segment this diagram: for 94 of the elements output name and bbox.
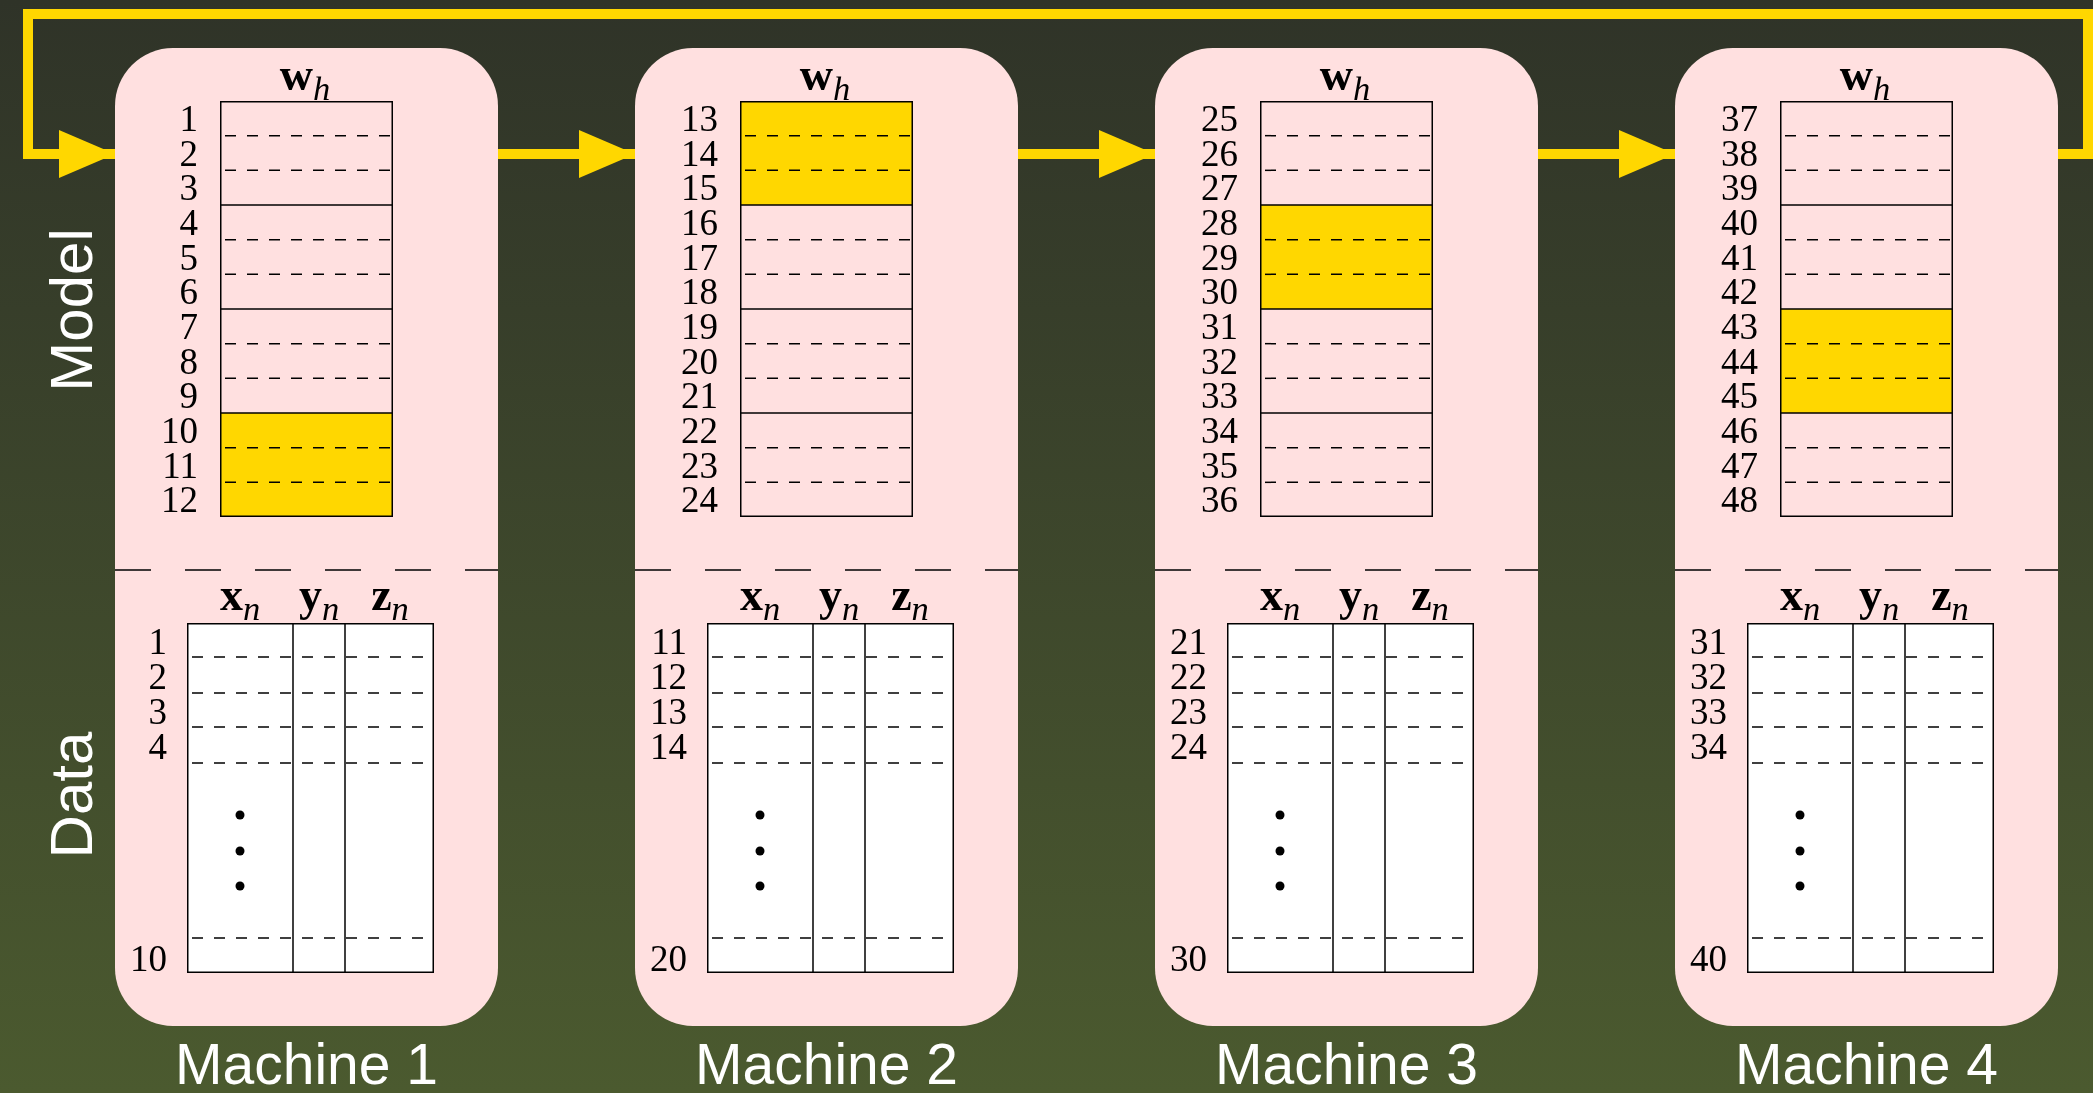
row-index: 17	[680, 240, 718, 276]
column-header: w$_{h}$	[799, 50, 851, 110]
column-header: y$_{n}$	[1338, 570, 1380, 630]
row-index: 24	[680, 483, 718, 519]
row-index: 4	[178, 206, 198, 241]
column-header: w$_{h}$	[1839, 50, 1891, 110]
arrow	[1018, 130, 1155, 178]
row-index: 44	[1720, 344, 1758, 380]
row-index: 1	[178, 102, 198, 137]
row-index: 32	[1689, 659, 1727, 694]
column-header: y$_{n}$	[818, 570, 860, 630]
row-index: 14	[680, 136, 718, 172]
row-index: 12	[160, 483, 198, 519]
row-index: 16	[680, 206, 718, 241]
column-header: x$_{n}$	[219, 570, 261, 630]
row-index: 38	[1720, 136, 1758, 172]
row-index: 46	[1720, 414, 1758, 449]
row-index: 37	[1720, 102, 1758, 137]
row-index: 20	[680, 344, 718, 380]
row-index: 34	[1689, 729, 1727, 764]
row-index: 13	[680, 102, 718, 137]
row-index: 24	[1169, 729, 1207, 764]
row-index: 30	[1169, 941, 1207, 976]
row-index: 3	[147, 694, 167, 729]
row-index: 27	[1200, 171, 1238, 207]
column-header: w$_{h}$	[1319, 50, 1371, 110]
row-index: 20	[649, 941, 687, 976]
row-index: 14	[649, 729, 687, 764]
row-index: 41	[1720, 240, 1758, 276]
row-index: 43	[1720, 310, 1758, 345]
row-index: 31	[1689, 624, 1727, 659]
column-header: z$_{n}$	[1931, 570, 1969, 630]
row-index: 40	[1689, 941, 1727, 976]
row-index: 12	[649, 659, 687, 694]
row-index: 31	[1200, 310, 1238, 345]
row-index: 34	[1200, 414, 1238, 449]
column-header: x$_{n}$	[739, 570, 781, 630]
row-index: 40	[1720, 206, 1758, 241]
row-index: 2	[178, 136, 198, 172]
machine-label: Machine 1	[174, 1032, 439, 1093]
row-index: 13	[649, 694, 687, 729]
row-index: 10	[129, 941, 167, 976]
section-label: Data	[40, 731, 104, 859]
arrow	[23, 9, 2093, 178]
row-index: 23	[680, 448, 718, 484]
machine-label: Machine 4	[1734, 1032, 1999, 1093]
column-header: x$_{n}$	[1259, 570, 1301, 630]
row-index: 22	[680, 414, 718, 449]
machine-label: Machine 2	[694, 1032, 959, 1093]
row-index: 7	[178, 310, 198, 345]
row-index: 6	[178, 275, 198, 311]
row-index: 35	[1200, 448, 1238, 484]
column-header: y$_{n}$	[298, 570, 340, 630]
row-index: 47	[1720, 448, 1758, 484]
row-index: 19	[680, 310, 718, 345]
column-header: z$_{n}$	[891, 570, 929, 630]
row-index: 15	[680, 171, 718, 207]
column-header: z$_{n}$	[1411, 570, 1449, 630]
row-index: 45	[1720, 379, 1758, 415]
row-index: 10	[160, 414, 198, 449]
machine-label: Machine 3	[1214, 1032, 1479, 1093]
arrow	[498, 130, 635, 178]
row-index: 22	[1169, 659, 1207, 694]
column-header: x$_{n}$	[1779, 570, 1821, 630]
row-index: 18	[680, 275, 718, 311]
row-index: 26	[1200, 136, 1238, 172]
row-index: 9	[178, 379, 198, 415]
row-index: 1	[147, 624, 167, 659]
row-index: 21	[680, 379, 718, 415]
row-index: 33	[1200, 379, 1238, 415]
row-index: 42	[1720, 275, 1758, 311]
row-index: 36	[1200, 483, 1238, 519]
row-index: 21	[1169, 624, 1207, 659]
row-index: 4	[147, 729, 167, 764]
row-index: 39	[1720, 171, 1758, 207]
row-index: 8	[178, 344, 198, 380]
row-index: 32	[1200, 344, 1238, 380]
row-index: 25	[1200, 102, 1238, 137]
row-index: 11	[650, 624, 687, 659]
row-index: 48	[1720, 483, 1758, 519]
column-header: y$_{n}$	[1858, 570, 1900, 630]
column-header: z$_{n}$	[371, 570, 409, 630]
column-header: w$_{h}$	[279, 50, 331, 110]
row-index: 29	[1200, 240, 1238, 276]
row-index: 3	[178, 171, 198, 207]
section-label: Model	[40, 228, 104, 392]
row-index: 30	[1200, 275, 1238, 311]
row-index: 33	[1689, 694, 1727, 729]
row-index: 23	[1169, 694, 1207, 729]
arrow	[1538, 130, 1675, 178]
row-index: 11	[161, 448, 198, 484]
row-index: 2	[147, 659, 167, 694]
row-index: 28	[1200, 206, 1238, 241]
row-index: 5	[178, 240, 198, 276]
